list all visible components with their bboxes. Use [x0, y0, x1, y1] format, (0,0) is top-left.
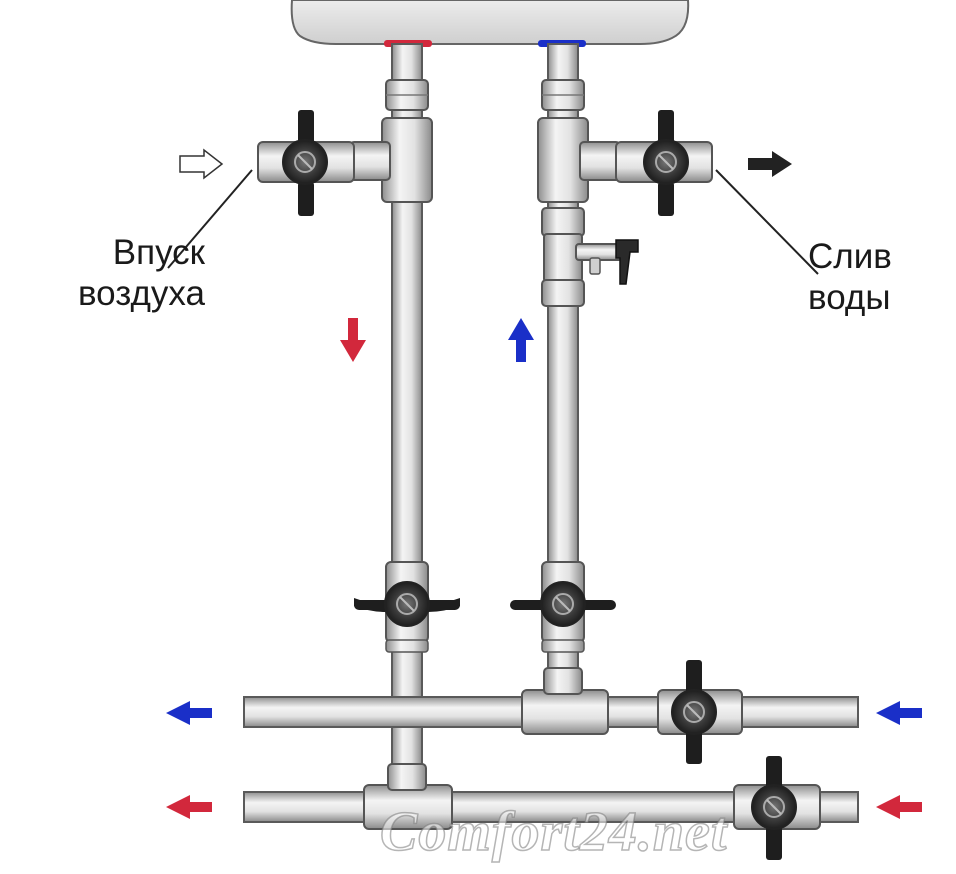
- air-inlet-leader-line: [167, 169, 253, 269]
- air-inlet-label-line2: воздуха: [77, 274, 205, 313]
- cold-inlet-left-arrow: [876, 701, 922, 725]
- cold-outlet-left-arrow: [166, 701, 212, 725]
- cold-riser-shutoff-valve: [510, 561, 616, 653]
- water-drain-arrow: [748, 151, 792, 177]
- water-drain-label: Слив воды: [808, 236, 892, 318]
- hot-flow-down-arrow: [340, 318, 366, 362]
- hot-main-tee-fitting: [363, 763, 453, 830]
- site-watermark: Comfort24.net: [379, 800, 728, 864]
- hot-main-valve: [733, 756, 821, 860]
- cold-main-tee-fitting: [521, 667, 609, 735]
- air-inlet-arrow: [179, 148, 224, 180]
- hot-inlet-left-arrow: [876, 795, 922, 819]
- cold-main-valve: [657, 660, 743, 764]
- water-drain-valve: [615, 110, 713, 216]
- air-inlet-label: Впуск воздуха: [20, 232, 205, 314]
- air-inlet-valve: [257, 110, 355, 216]
- hot-riser-shutoff-valve: [354, 561, 460, 653]
- drain-tee-fitting: [537, 117, 621, 203]
- cold-flow-up-arrow: [508, 318, 534, 362]
- hot-outlet-left-arrow: [166, 795, 212, 819]
- water-heater-tank: [290, 0, 690, 45]
- water-drain-label-line2: воды: [808, 278, 891, 317]
- air-inlet-label-line1: Впуск: [112, 233, 205, 272]
- cold-pipe-coupling: [541, 79, 585, 111]
- safety-relief-valve: [541, 207, 639, 307]
- hot-pipe-coupling: [385, 79, 429, 111]
- water-drain-label-line1: Слив: [808, 237, 892, 276]
- water-drain-leader-line: [715, 169, 819, 275]
- air-inlet-tee-fitting: [349, 117, 433, 203]
